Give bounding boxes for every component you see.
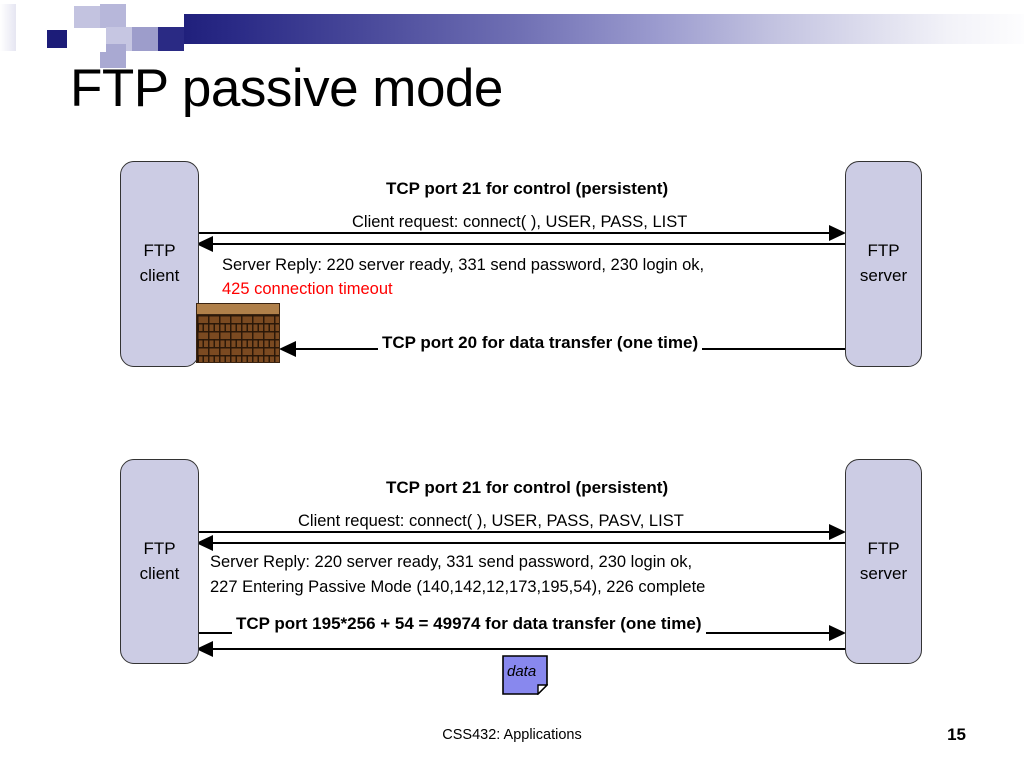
ftp-server-box-passive[interactable]: FTP server (845, 459, 922, 664)
ftp-server-box-active[interactable]: FTP server (845, 161, 922, 367)
reply-label-line2-error-active: 425 connection timeout (222, 280, 393, 298)
footer-page-number: 15 (947, 725, 966, 744)
deco-square-mid-e (132, 27, 158, 51)
data-document-shape (502, 655, 549, 696)
deco-square-white-gap (70, 28, 106, 52)
reply-label-line2-passive: 227 Entering Passive Mode (140,142,12,17… (210, 578, 706, 596)
ftp-server-label-line2: server (859, 266, 908, 285)
reply-line-passive (212, 542, 846, 544)
reply-label-line1-active: Server Reply: 220 server ready, 331 send… (222, 256, 705, 274)
ftp-client-label-line1-passive: FTP (143, 538, 176, 558)
request-arrowhead-active (829, 225, 846, 241)
page-title: FTP passive mode (70, 59, 503, 118)
deco-square-dark-border (44, 27, 70, 51)
data-arrowhead-active (279, 341, 296, 357)
ftp-client-label-line1: FTP (143, 241, 176, 261)
header-decoration (0, 0, 1024, 68)
data-document-label: data (507, 663, 537, 680)
deco-square-mid-h (44, 4, 70, 28)
request-line-passive (197, 531, 831, 533)
request-line-active (197, 232, 831, 234)
control-channel-header-active: TCP port 21 for control (persistent) (386, 179, 669, 198)
ftp-client-label-line2: client (139, 266, 180, 285)
ftp-client-box-passive[interactable]: FTP client (120, 459, 199, 664)
data-line-passive-in (212, 648, 846, 650)
deco-square-light-a (14, 4, 40, 28)
ftp-client-box-active[interactable]: FTP client (120, 161, 199, 367)
reply-arrowhead-active (196, 236, 213, 252)
ftp-server-label-line2-passive: server (859, 563, 908, 583)
deco-square-mid-b (74, 0, 100, 6)
header-gradient-bar (184, 14, 1024, 44)
reply-arrowhead-passive (196, 535, 213, 551)
request-arrowhead-passive (829, 524, 846, 540)
reply-line-active (212, 243, 846, 245)
firewall-bricks (196, 314, 280, 363)
data-channel-header-active: TCP port 20 for data transfer (one time) (378, 333, 703, 353)
request-label-active: Client request: connect( ), USER, PASS, … (348, 213, 692, 232)
data-arrowhead-passive-out (829, 625, 846, 641)
deco-square-mid-d (158, 27, 184, 51)
ftp-server-label-line1-passive: FTP (867, 538, 900, 558)
deco-square-mid-c (100, 4, 126, 28)
reply-label-line1-passive: Server Reply: 220 server ready, 331 send… (210, 553, 693, 571)
request-label-passive: Client request: connect( ), USER, PASS, … (294, 512, 688, 531)
deco-square-light-b (0, 4, 16, 51)
deco-square-mid-a (74, 4, 100, 28)
footer-course-label: CSS432: Applications (442, 727, 582, 743)
ftp-client-label-line2-passive: client (139, 563, 180, 583)
firewall-icon (196, 303, 280, 363)
ftp-server-label-line1: FTP (867, 241, 900, 261)
data-arrowhead-passive-in (196, 641, 213, 657)
control-channel-header-passive: TCP port 21 for control (persistent) (386, 478, 669, 497)
data-document-icon: data (502, 655, 549, 696)
data-channel-header-passive: TCP port 195*256 + 54 = 49974 for data t… (232, 614, 706, 634)
